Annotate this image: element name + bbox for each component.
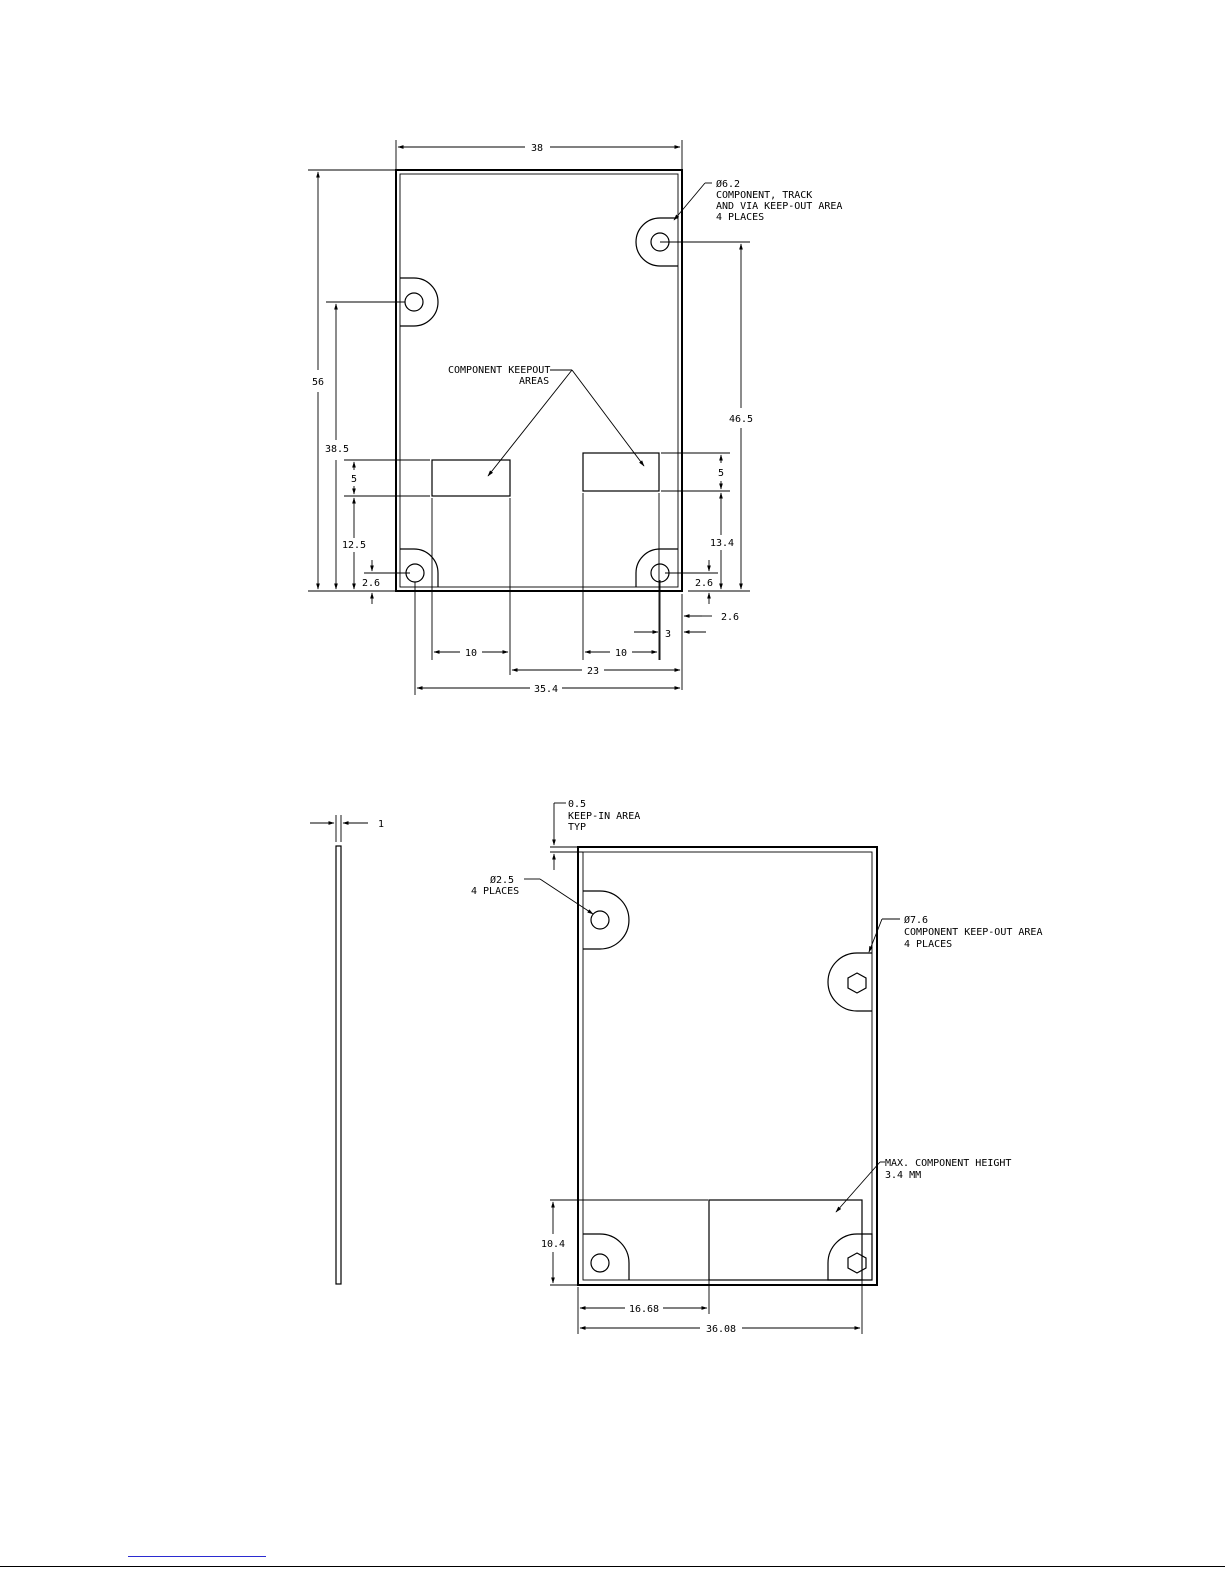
dim-hole-from-bottom-right: 46.5 [729, 414, 753, 425]
dim-width: 38 [531, 143, 543, 154]
mounting-hole-b-top-left [583, 891, 629, 949]
callout-hole-places: 4 PLACES [471, 886, 519, 897]
dim-hole-inset-right: 2.6 [695, 578, 713, 589]
dim-keepout-height-left: 5 [351, 474, 357, 485]
keepin-line2: TYP [568, 822, 586, 833]
dim-keepin: 0.5 [568, 799, 586, 810]
mounting-hole-b-right [828, 953, 872, 1011]
footer-rule [0, 1566, 1225, 1567]
top-view: 38 56 38.5 46.5 5 5 12.5 [308, 140, 842, 695]
mounting-hole-b-bottom-left [583, 1234, 629, 1280]
footer-link-underline[interactable] [128, 1556, 266, 1557]
dim-keepout-bottom-right: 13.4 [710, 538, 734, 549]
dim-hole-from-bottom-left: 38.5 [325, 444, 349, 455]
dim-keepout-spacing: 23 [587, 666, 599, 677]
keepout-area-right [583, 453, 659, 491]
callout-height-line1: MAX. COMPONENT HEIGHT [885, 1158, 1011, 1169]
callout-area-line2: 4 PLACES [904, 939, 952, 950]
dim-hole-spacing-bottom: 36.08 [706, 1324, 736, 1335]
dim-keepout-width-right: 10 [615, 648, 627, 659]
callout-hole-diameter: Ø2.5 [490, 874, 514, 886]
board-outline-bottom [578, 847, 877, 1285]
dim-hole-inset-side: 3 [665, 629, 671, 640]
dim-keepout-width-left: 10 [465, 648, 477, 659]
mounting-hole-bottom-right [636, 549, 678, 587]
callout-keepout-line1: COMPONENT, TRACK [716, 190, 812, 201]
callout-component-line1: COMPONENT KEEPOUT [448, 365, 550, 376]
dim-region-height: 10.4 [541, 1239, 565, 1250]
board-edge-profile [336, 846, 341, 1284]
dim-thickness: 1 [378, 819, 384, 830]
callout-keepout-line3: 4 PLACES [716, 212, 764, 223]
dim-hole-spacing: 35.4 [534, 684, 558, 695]
callout-height-line2: 3.4 MM [885, 1170, 921, 1181]
callout-component-line2: AREAS [519, 376, 549, 387]
dim-height: 56 [312, 377, 324, 388]
keepin-line1: KEEP-IN AREA [568, 811, 640, 822]
bottom-view: 0.5 KEEP-IN AREA TYP Ø2.5 4 PLACES Ø7.6 … [471, 799, 1042, 1335]
dim-hole-inset-left: 2.6 [362, 578, 380, 589]
callout-keepout-diameter: Ø6.2 [716, 178, 740, 190]
callout-area-diameter: Ø7.6 [904, 914, 928, 926]
callout-keepout-line2: AND VIA KEEP-OUT AREA [716, 201, 842, 212]
keepout-area-left [432, 460, 510, 496]
dim-hole-inset-bottom: 2.6 [721, 612, 739, 623]
side-view: 1 [310, 815, 384, 1284]
dim-region-width: 16.68 [629, 1304, 659, 1315]
mounting-hole-b-bottom-right [828, 1234, 872, 1280]
mounting-hole-left [400, 278, 438, 326]
dim-keepout-height-right: 5 [718, 468, 724, 479]
callout-area-line1: COMPONENT KEEP-OUT AREA [904, 927, 1042, 938]
dim-keepout-bottom-left: 12.5 [342, 540, 366, 551]
